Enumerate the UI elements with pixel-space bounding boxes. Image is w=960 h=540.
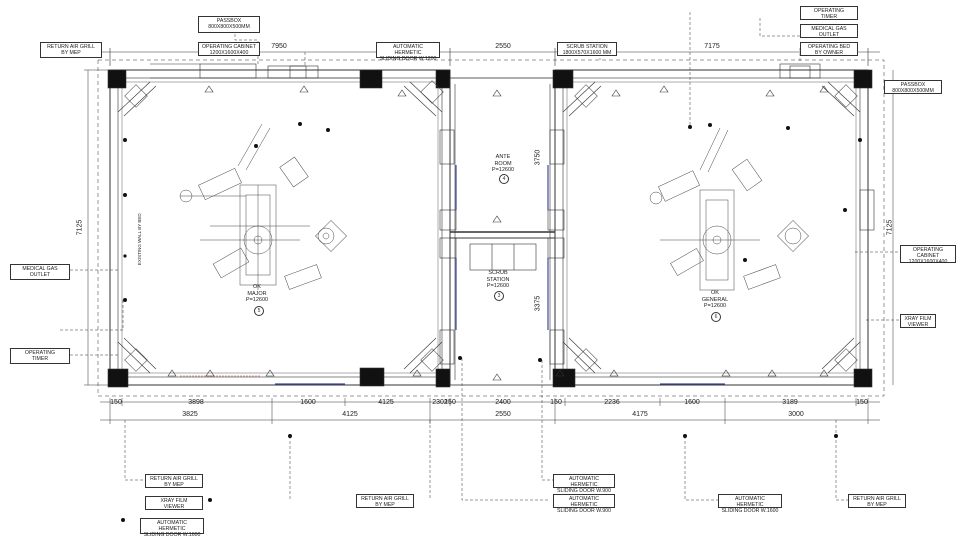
dim-bottom-row2-0: 3825 xyxy=(182,411,198,418)
dim-bottom-row1-0: 150 xyxy=(110,399,122,406)
dim-bottom-row1-7: 150 xyxy=(550,399,562,406)
auto-door-1600-tag-bottom: AUTOMATIC HERMETIC SLIDING DOOR W.1600 xyxy=(140,518,204,538)
room-ante: ANTE ROOM P=12600 xyxy=(491,154,515,173)
operating-cabinet-tag-top: OPERATING CABINET 1200X1600X400 xyxy=(198,42,260,56)
operating-bed-tag-top-right: OPERATING BED BY OWNER xyxy=(800,42,858,56)
room-number-ok-general: 6 xyxy=(711,312,721,322)
room-number-scrub: 3 xyxy=(494,291,504,301)
dim-bottom-row1-6: 2400 xyxy=(495,399,511,406)
passbox-tag-top: PASSBOX 800X800X500MM xyxy=(198,16,260,33)
dim-bottom-row1-4: 2302 xyxy=(432,399,448,406)
dim-ante-2: 3375 xyxy=(534,295,542,312)
room-ok-general: OK GENERAL P=12600 xyxy=(701,290,729,309)
dim-bottom-row1-1: 3898 xyxy=(188,399,204,406)
passbox-tag-right: PASSBOX 800X800X500MM xyxy=(884,80,942,94)
dim-bottom-row1-3: 4125 xyxy=(378,399,394,406)
scrub-station-tag-top: SCRUB STATION 1800X570X1600 MM xyxy=(557,42,617,56)
room-ok-major: OK MAJOR P=12600 xyxy=(245,284,269,303)
xray-viewer-tag-bottom: XRAY FILM VIEWER xyxy=(145,496,203,510)
return-air-grill-tag-bottom-3: RETURN AIR GRILL BY MEP xyxy=(848,494,906,508)
dim-bottom-row1-2: 1600 xyxy=(300,399,316,406)
dim-bottom-row2-2: 2550 xyxy=(495,411,511,418)
dim-left-vertical: 7125 xyxy=(76,219,84,236)
room-number-ok-major: 5 xyxy=(254,306,264,316)
medical-gas-tag-left: MEDICAL GAS OUTLET xyxy=(10,264,70,280)
auto-door-1600-tag-right: AUTOMATIC HERMETIC SLIDING DOOR W.1600 xyxy=(718,494,782,514)
medical-gas-tag-top-right: MEDICAL GAS OUTLET xyxy=(800,24,858,38)
auto-door-900-tag-a: AUTOMATIC HERMETIC SLIDING DOOR W.900 xyxy=(553,474,615,494)
auto-door-900-tag-b: AUTOMATIC HERMETIC SLIDING DOOR W.900 xyxy=(553,494,615,514)
operating-cabinet-tag-right: OPERATING CABINET 1200X1600X400 xyxy=(900,245,956,265)
dim-bottom-row1-9: 1600 xyxy=(684,399,700,406)
dim-bottom-row1-11: 150 xyxy=(856,399,868,406)
return-air-grill-tag-bottom-2: RETURN AIR GRILL BY MEP xyxy=(356,494,414,508)
room-scrub-station: SCRUB STATION P=12600 xyxy=(486,270,510,289)
dim-top-3: 7175 xyxy=(704,43,720,50)
vertical-wall-note: EXISTING WALL BY BED xyxy=(136,213,142,266)
dim-bottom-row2-3: 4175 xyxy=(632,411,648,418)
xray-viewer-tag-right: XRAY FILM VIEWER xyxy=(900,314,936,328)
dim-bottom-row2-4: 3000 xyxy=(788,411,804,418)
dim-top-1: 7950 xyxy=(271,43,287,50)
dim-bottom-row1-5: 150 xyxy=(444,399,456,406)
return-air-grill-tag-top-left: RETURN AIR GRILL BY MEP xyxy=(40,42,102,58)
dim-ante-1: 3750 xyxy=(534,149,542,166)
dim-bottom-row1-8: 2236 xyxy=(604,399,620,406)
return-air-grill-tag-bottom-1: RETURN AIR GRILL BY MEP xyxy=(145,474,203,488)
operating-timer-tag-top-right: OPERATING TIMER xyxy=(800,6,858,20)
room-number-ante: 4 xyxy=(499,174,509,184)
dim-top-2: 2550 xyxy=(495,43,511,50)
dim-bottom-row2-1: 4125 xyxy=(342,411,358,418)
dim-bottom-row1-10: 3189 xyxy=(782,399,798,406)
operating-timer-tag-left: OPERATING TIMER xyxy=(10,348,70,364)
dim-right-vertical: 7125 xyxy=(886,219,894,236)
auto-door-1200-tag: AUTOMATIC HERMETIC SLIDING DOOR W.1200 xyxy=(376,42,440,62)
